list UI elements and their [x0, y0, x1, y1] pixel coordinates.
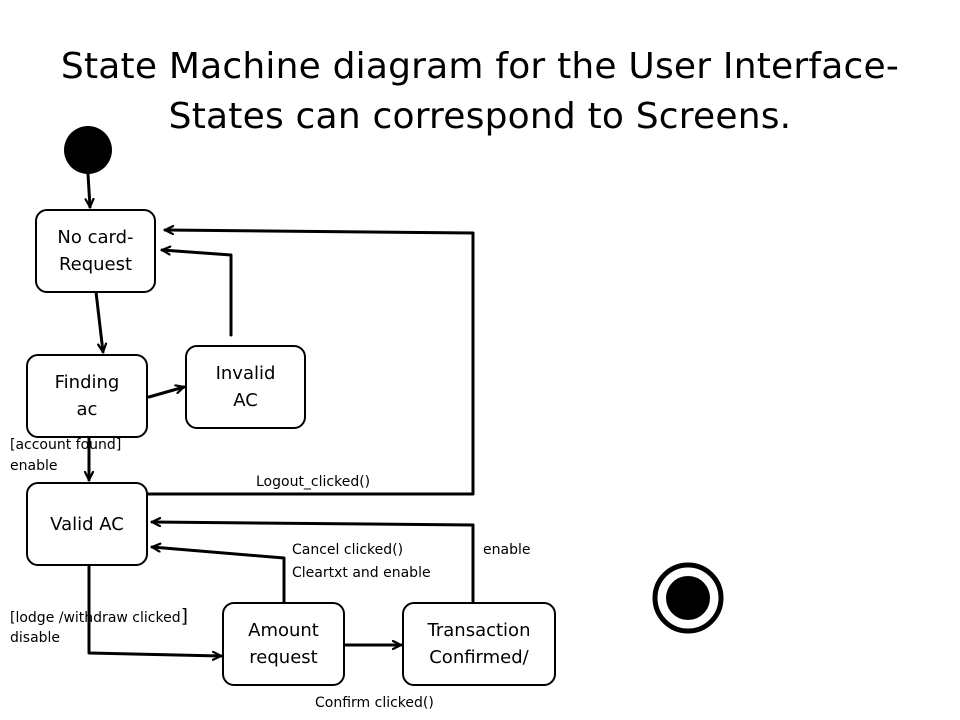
title-line-2: States can correspond to Screens. — [168, 96, 792, 137]
state-label: Transaction — [427, 620, 531, 641]
transition-finding-to-invalid — [147, 387, 186, 399]
action-enable-finding: enable — [10, 458, 58, 474]
state-label: AC — [233, 390, 258, 411]
state-label: request — [249, 647, 318, 668]
page-title: State Machine diagram for the User Inter… — [40, 42, 920, 142]
event-logout-clicked: Logout_clicked() — [256, 474, 371, 490]
state-label: No card- — [57, 227, 134, 248]
event-cancel-clicked: Cancel clicked() — [292, 542, 404, 558]
state-label: ac — [76, 399, 98, 420]
guard-account-found: [account found] — [10, 437, 122, 453]
state-amount-request: Amount request — [222, 602, 345, 686]
state-label: Amount — [248, 620, 319, 641]
state-invalid-ac: Invalid AC — [185, 345, 306, 429]
guard-lodge-withdraw: [lodge /withdraw clicked] — [10, 606, 188, 629]
initial-state-node — [64, 126, 112, 174]
transition-no-card-to-finding — [94, 290, 103, 354]
state-label: Invalid — [215, 363, 276, 384]
final-state-node — [666, 576, 710, 620]
guard-lodge-bracket: ] — [180, 605, 188, 627]
state-transaction-confirmed: Transaction Confirmed/ — [402, 602, 556, 686]
action-cleartxt-enable: Cleartxt and enable — [292, 565, 431, 581]
title-line-1: State Machine diagram for the User Inter… — [60, 46, 900, 87]
transition-initial-to-no-card — [88, 172, 90, 209]
transition-cancel — [150, 547, 286, 604]
state-label: Confirmed/ — [429, 647, 529, 668]
state-finding-ac: Finding ac — [26, 354, 148, 438]
state-no-card-request: No card- Request — [35, 209, 156, 293]
action-disable: disable — [10, 630, 61, 646]
guard-lodge-text: [lodge /withdraw clicked — [10, 610, 181, 626]
state-label: Valid AC — [50, 513, 124, 535]
transition-invalid-to-no-card — [160, 250, 233, 337]
state-label: Request — [58, 254, 133, 275]
transition-valid-to-amount — [87, 564, 223, 656]
action-enable-transaction: enable — [483, 542, 531, 558]
state-valid-ac: Valid AC — [26, 482, 148, 566]
state-label: Finding — [54, 372, 120, 393]
transition-logout — [146, 230, 475, 496]
event-confirm-clicked: Confirm clicked() — [315, 695, 434, 711]
transition-transaction-to-valid — [150, 522, 475, 604]
